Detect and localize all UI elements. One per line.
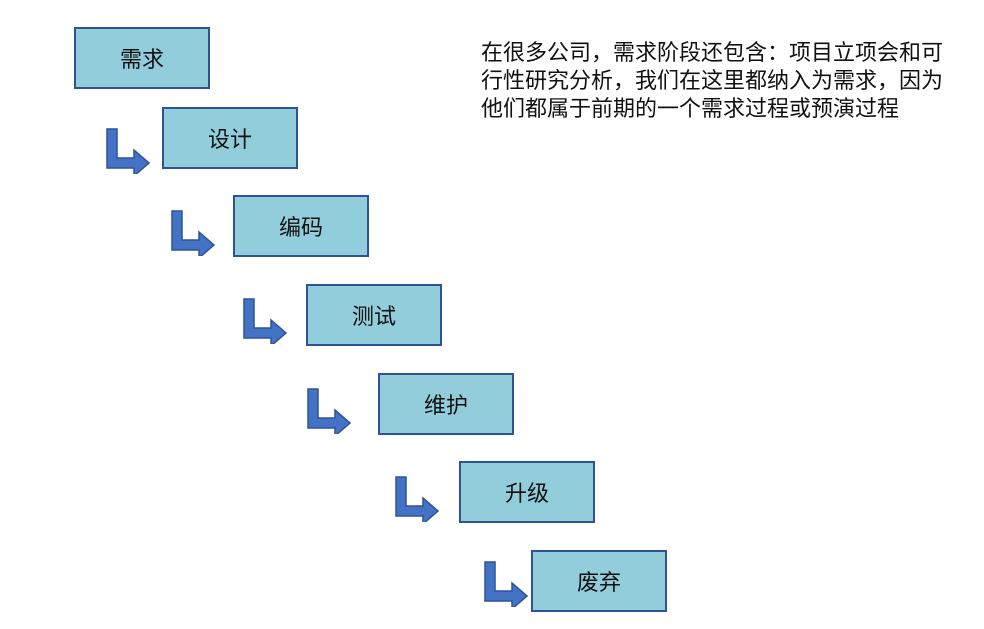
down-right-arrow-icon <box>395 476 440 522</box>
stage-maintenance: 维护 <box>378 373 514 435</box>
stage-retirement: 废弃 <box>531 550 667 612</box>
down-right-arrow-icon <box>106 128 151 174</box>
annotation-text: 在很多公司，需求阶段还包含：项目立项会和可行性研究分析，我们在这里都纳入为需求，… <box>481 41 944 122</box>
down-right-arrow-icon <box>307 388 352 434</box>
stage-requirements: 需求 <box>74 27 210 89</box>
stage-coding: 编码 <box>233 195 369 257</box>
down-right-arrow-icon <box>484 561 529 607</box>
down-right-arrow-icon <box>171 210 216 256</box>
stage-testing: 测试 <box>306 284 442 346</box>
stage-upgrade: 升级 <box>459 461 595 523</box>
stage-design: 设计 <box>162 107 298 169</box>
down-right-arrow-icon <box>243 298 288 344</box>
